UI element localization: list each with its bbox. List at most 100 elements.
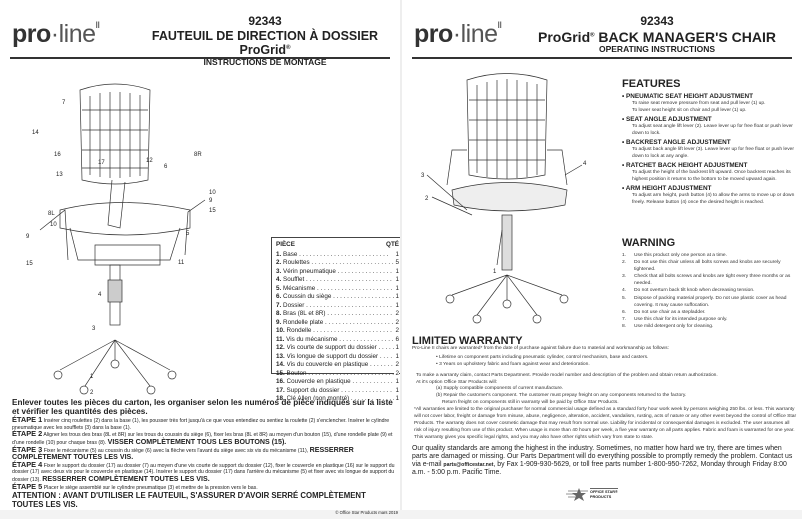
- parts-list-item: 10. Rondelle2: [276, 327, 399, 336]
- warning-item: 3.Check that all bolts screws and knobs …: [622, 274, 791, 287]
- callout-12: 12: [146, 158, 153, 164]
- callout-3: 3: [421, 173, 425, 179]
- parts-list-item: 12. Vis courte de support du dossier1: [276, 344, 399, 353]
- warning-item: 5.Dispose of packing material properly. …: [622, 295, 787, 308]
- quality-statement: Our quality standards are among the high…: [412, 444, 793, 477]
- warning-item: 2.Do not use this chair unless all bolts…: [622, 260, 781, 273]
- features-heading: FEATURES: [622, 78, 681, 90]
- page-subtitle: OPERATING INSTRUCTIONS: [598, 43, 715, 54]
- warning-section: WARNING 1.Use this product only one pers…: [622, 237, 802, 330]
- page-header: 92343 FAUTEUIL DE DIRECTION À DOSSIER Pr…: [130, 14, 400, 67]
- parts-list-item: 3. Vérin pneumatique1: [276, 267, 399, 276]
- parts-list-item: 2. Roulettes5: [276, 259, 399, 268]
- parts-list-item: 6. Coussin du siège1: [276, 293, 399, 302]
- callout-6: 6: [164, 164, 168, 170]
- chair-diagram: 3 2 1 4: [421, 73, 587, 324]
- parts-list-item: 4. Soufflet1: [276, 276, 399, 285]
- warranty-option-a: (a) Supply compatible components of curr…: [436, 386, 564, 392]
- parts-list-item: 18. Clé Allen (non montré)1: [276, 395, 399, 404]
- callout-1: 1: [493, 269, 497, 275]
- intro-text: Enlever toutes les pièces du carton, les…: [12, 398, 393, 416]
- warranty-option: At it's option Office Star Products will…: [416, 379, 498, 385]
- callout-13: 13: [56, 172, 63, 178]
- parts-list-item: 13. Vis longue de support du dossier1: [276, 352, 399, 361]
- callout-11: 11: [178, 260, 185, 266]
- callout-4: 4: [583, 161, 587, 167]
- backrest-drawing: [79, 83, 151, 229]
- warranty-option-b: (b) Repair the customer's component. The…: [436, 393, 687, 399]
- warranty-return-freight: Return freight on components still in wa…: [442, 400, 619, 406]
- warranty-bullet: • Lifetime on component parts including …: [436, 354, 649, 360]
- page-bottom-margin: [0, 510, 802, 519]
- parts-list-item: 17. Support du dossier1: [276, 386, 399, 395]
- warning-item: 8.Use mild detergent only for cleaning.: [622, 323, 714, 329]
- warranty-claim: To make a warranty claim, contact Parts …: [416, 372, 718, 378]
- model-number: 92343: [640, 14, 674, 28]
- parts-email-link[interactable]: parts@officestar.net: [443, 462, 494, 469]
- callout-15-left: 15: [26, 261, 33, 267]
- parts-list-item: 8. Bras (8L et 8R)2: [276, 310, 399, 319]
- warranty-heading: LIMITED WARRANTY: [412, 335, 523, 347]
- warning-item: 4.Do not overturn back tilt knob when de…: [622, 288, 755, 294]
- callout-2: 2: [90, 390, 94, 396]
- callout-5: 5: [186, 231, 190, 237]
- callout-10: 10: [209, 190, 216, 196]
- callout-9: 9: [209, 198, 213, 204]
- assembly-instructions-page-fr: pro·lineII 92343 FAUTEUIL DE DIRECTION À…: [0, 0, 404, 515]
- callout-14: 14: [32, 130, 39, 136]
- page-divider: [400, 0, 402, 519]
- header-rule: [10, 57, 390, 59]
- seat-drawing: [39, 199, 206, 266]
- callout-15: 15: [209, 208, 216, 214]
- copyright: © Office Star Products mars 2019: [335, 510, 398, 516]
- parts-list-item: 1. Base1: [276, 250, 399, 259]
- callout-16: 16: [54, 152, 61, 158]
- callout-8r: 8R: [194, 152, 202, 158]
- callout-4: 4: [98, 292, 102, 298]
- parts-list-item: 15. Bouton2: [276, 369, 399, 378]
- warranty-section: LIMITED WARRANTY Pro-Line II chairs are …: [412, 335, 797, 478]
- page-header: 92343 ProGrid® BACK MANAGER'S CHAIR OPER…: [522, 14, 792, 55]
- assembly-step: ÉTAPE 1 Insérer cinq roulettes (2) dans …: [12, 415, 390, 431]
- office-star-logo: OFFICE STAR®PRODUCTS: [566, 487, 618, 501]
- callout-8l: 8L: [48, 211, 55, 217]
- parts-list-item: 7. Dossier1: [276, 301, 399, 310]
- callout-7: 7: [62, 100, 66, 106]
- assembly-step: ÉTAPE 4 Fixer le support du dossier (17)…: [12, 459, 395, 483]
- parts-list-item: 14. Vis du couvercle en plastique2: [276, 361, 399, 370]
- parts-list-item: 9. Rondelle plate2: [276, 318, 399, 327]
- proline-logo: pro·lineII: [414, 20, 502, 48]
- warranty-intro: Pro-Line II chairs are warranted* from t…: [412, 345, 669, 351]
- callout-10-left: 10: [50, 222, 57, 228]
- parts-list-item: 16. Couvercle en plastique1: [276, 378, 399, 387]
- callout-2: 2: [425, 196, 429, 202]
- exploded-assembly-diagram: 7 14 16 17 12 6 8R 13 10 9 15 8L 5 11 4 …: [26, 83, 216, 396]
- page-title: FAUTEUIL DE DIRECTION À DOSSIER ProGrid®: [151, 28, 379, 58]
- model-number: 92343: [248, 14, 282, 28]
- assembly-steps: Enlever toutes les pièces du carton, les…: [12, 398, 398, 516]
- proline-logo: pro·lineII: [12, 20, 100, 48]
- features-section: FEATURES • PNEUMATIC SEAT HEIGHT ADJUSTM…: [622, 78, 802, 208]
- cylinder-drawing: [107, 264, 123, 326]
- warning-item: 1.Use this product only one person at a …: [622, 253, 727, 258]
- star-icon: [566, 488, 588, 501]
- callout-3: 3: [92, 326, 96, 332]
- assembly-step: ÉTAPE 2 Aligner les trous des bras (8L e…: [12, 429, 393, 446]
- base-drawing: [53, 339, 177, 395]
- warranty-bullet: • 3 Years on upholstery fabric and foam …: [436, 361, 590, 367]
- assembly-step: ÉTAPE 5 Placer le siège assemblé sur le …: [12, 481, 258, 491]
- warning-item: 7.Use this chair for its intended purpos…: [622, 316, 728, 322]
- callout-1: 1: [90, 374, 94, 380]
- page-subtitle: INSTRUCTIONS DE MONTAGE: [203, 56, 327, 67]
- parts-list-item: 11. Vis du mécanisme6: [276, 335, 399, 344]
- warning-heading: WARNING: [622, 237, 676, 249]
- callout-9-left: 9: [26, 234, 30, 240]
- parts-list-item: 5. Mécanisme1: [276, 284, 399, 293]
